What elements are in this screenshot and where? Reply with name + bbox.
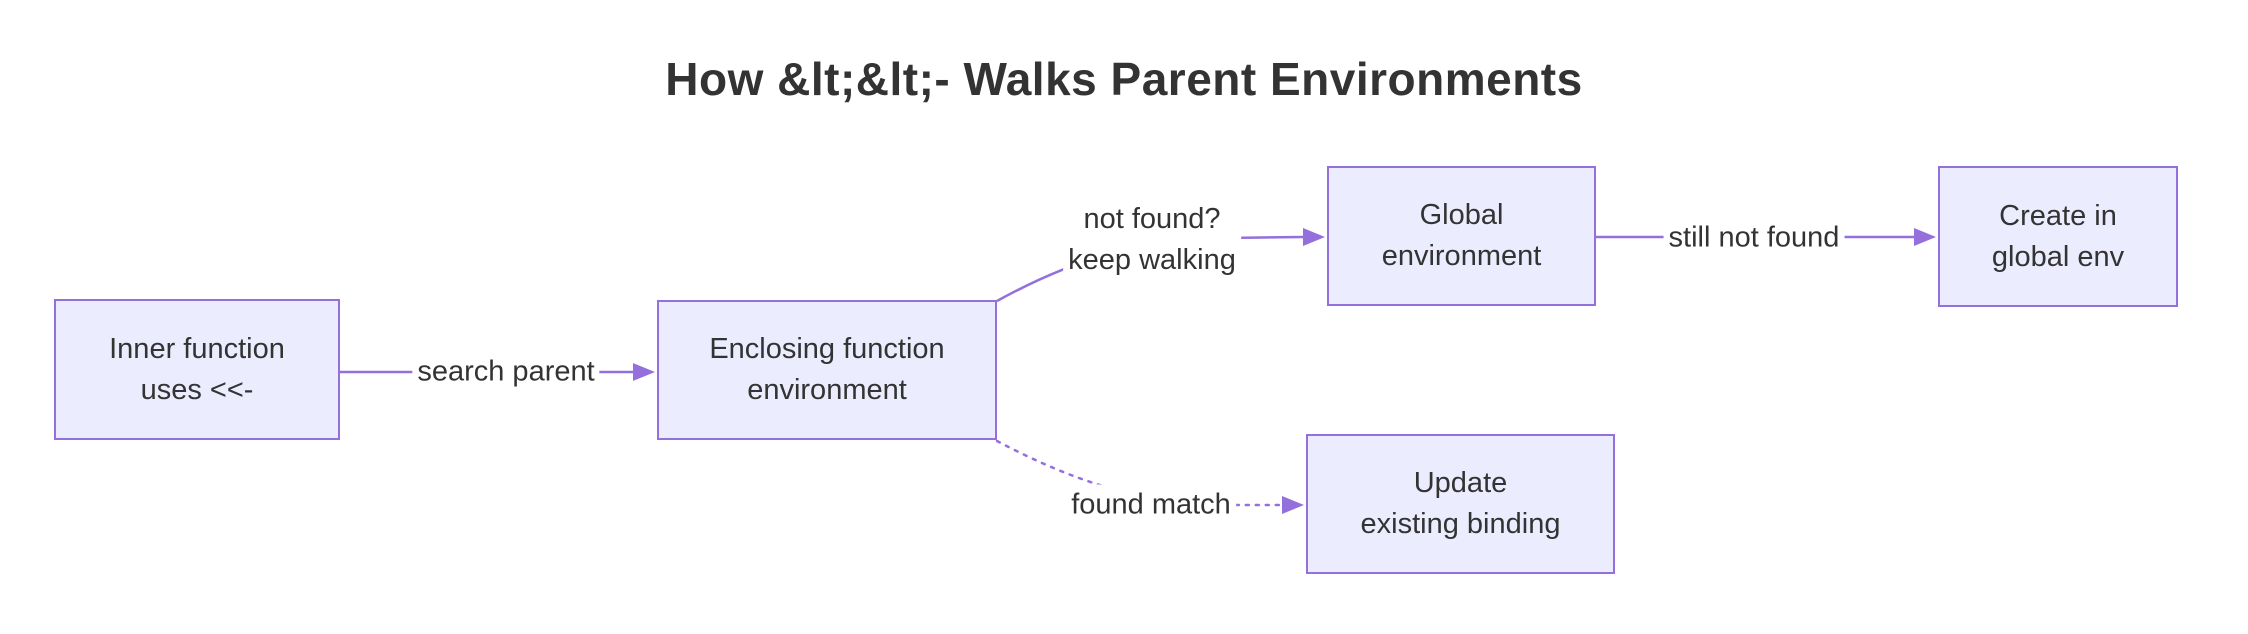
node-line: Update — [1413, 467, 1508, 499]
node-line: global env — [1991, 240, 2125, 273]
edge-label-still-not-found: still not found — [1663, 217, 1845, 259]
edge-label-line: search parent — [417, 355, 595, 388]
node-create-in-global-env: Create in global env — [1938, 166, 2178, 307]
arrowhead-not-found-icon — [1303, 228, 1325, 246]
edge-label-line: not found? — [1083, 203, 1221, 235]
node-line: Global — [1419, 199, 1504, 231]
edge-label-found-match: found match — [1066, 484, 1236, 526]
node-line: existing binding — [1360, 508, 1561, 540]
node-global-environment: Global environment — [1327, 166, 1596, 306]
edge-label-not-found-keep-walking: not found? keep walking — [1063, 199, 1241, 281]
node-line: environment — [747, 374, 907, 406]
node-line: uses <<- — [140, 373, 254, 406]
node-line: environment — [1381, 240, 1542, 272]
edge-label-search-parent: search parent — [412, 351, 600, 393]
arrowhead-found-match-icon — [1282, 496, 1304, 514]
node-line: Inner function — [109, 332, 285, 365]
arrowhead-still-not-found-icon — [1914, 228, 1936, 246]
diagram-title: How &lt;&lt;- Walks Parent Environments — [665, 53, 1583, 105]
node-line: Create in — [1999, 199, 2117, 232]
node-inner-function: Inner function uses <<- — [54, 299, 340, 440]
edge-label-line: found match — [1071, 488, 1231, 521]
node-update-existing-binding: Update existing binding — [1306, 434, 1615, 574]
node-line: Enclosing function — [709, 333, 945, 365]
edge-label-line: keep walking — [1068, 244, 1236, 276]
edge-label-line: still not found — [1668, 221, 1840, 254]
node-enclosing-function-environment: Enclosing function environment — [657, 300, 997, 440]
arrowhead-search-parent-icon — [633, 363, 655, 381]
